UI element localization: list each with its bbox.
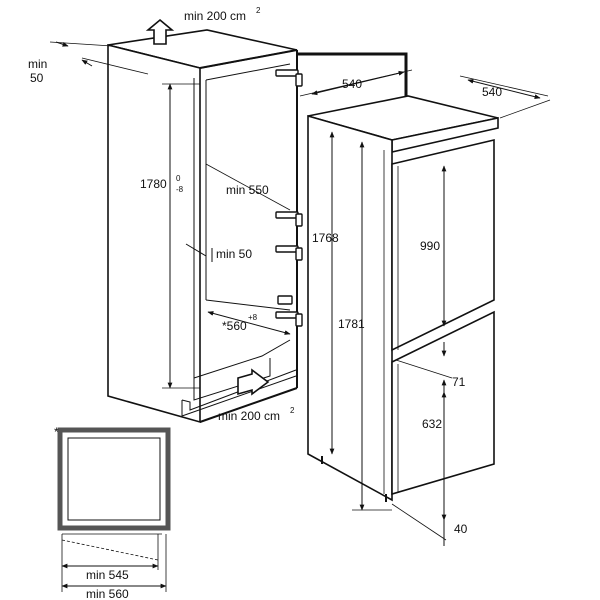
vent-bottom-arrow-icon bbox=[237, 368, 270, 396]
appliance-dimensions bbox=[299, 69, 551, 546]
niche-width-label: *560 bbox=[222, 319, 247, 333]
inset-asterisk: * bbox=[54, 425, 59, 439]
min550-line bbox=[205, 163, 291, 211]
inner-shelf-edge bbox=[205, 299, 291, 311]
plinth-top bbox=[193, 339, 291, 379]
inset-swing-line bbox=[61, 539, 159, 561]
min550-label: min 550 bbox=[226, 183, 269, 197]
hinge-2b bbox=[295, 213, 303, 227]
dim-990-label: 990 bbox=[420, 239, 440, 253]
min50-label-a: min bbox=[28, 57, 47, 71]
vent-top-sup: 2 bbox=[256, 6, 261, 15]
min50-inner-line bbox=[185, 243, 207, 257]
dim-40-ref bbox=[391, 503, 447, 541]
vent-bottom-label: min 200 cm bbox=[218, 409, 280, 423]
diagram-labels: min 200 cm 2 min 50 1780 0 -8 min 550 mi… bbox=[28, 6, 502, 600]
cabinet-left-side bbox=[107, 43, 201, 424]
min50-arrow-b bbox=[81, 59, 93, 67]
hinge-bracket bbox=[277, 295, 293, 305]
vent-bottom-sup: 2 bbox=[290, 406, 295, 415]
hinge-4 bbox=[275, 311, 299, 319]
hinge-1b bbox=[295, 73, 303, 87]
dim-71-line bbox=[395, 359, 453, 379]
plinth-step bbox=[193, 358, 271, 401]
vent-top-label: min 200 cm bbox=[184, 9, 246, 23]
min50-arrow-a bbox=[55, 41, 69, 47]
vent-arrows bbox=[145, 18, 270, 396]
dim-632-label: 632 bbox=[422, 417, 442, 431]
niche-dimensions bbox=[49, 41, 291, 389]
dim-540-right-ref2 bbox=[499, 99, 551, 119]
appliance-left-side bbox=[307, 114, 393, 502]
hinge-3b bbox=[295, 247, 303, 261]
inset-inner-frame bbox=[67, 437, 161, 521]
min545-label: min 545 bbox=[86, 568, 129, 582]
min50-label-b: 50 bbox=[30, 71, 44, 85]
niche-to-appliance-outline bbox=[297, 52, 408, 96]
depth-right-label: 540 bbox=[482, 85, 502, 99]
dim-540-right-ref bbox=[459, 75, 549, 97]
dim-540-top-line bbox=[311, 70, 405, 96]
dim-1768-label: 1768 bbox=[312, 231, 339, 245]
min50-inner-label: min 50 bbox=[216, 247, 252, 261]
plinth-bottom bbox=[181, 375, 297, 417]
min560-label: min 560 bbox=[86, 587, 129, 600]
min50-ref-line-2 bbox=[81, 57, 149, 75]
appliance bbox=[307, 95, 499, 502]
hinge-4b bbox=[295, 313, 303, 327]
vent-top-arrow-icon bbox=[145, 18, 175, 45]
cabinet-front-top-edge bbox=[199, 49, 298, 69]
dim-560-line bbox=[207, 311, 291, 335]
dim-540-right-line bbox=[467, 78, 541, 100]
hinge-1 bbox=[275, 69, 299, 77]
niche-width-tol: +8 bbox=[248, 313, 258, 322]
niche-height-tol-top: 0 bbox=[176, 174, 181, 183]
dim-71-label: 71 bbox=[452, 375, 466, 389]
inner-top-edge bbox=[205, 63, 291, 81]
min50-ref-line bbox=[49, 41, 113, 47]
niche-height-label: 1780 bbox=[140, 177, 167, 191]
depth-top-label: 540 bbox=[342, 77, 362, 91]
niche-hinges bbox=[275, 69, 303, 327]
hinge-3 bbox=[275, 245, 299, 253]
dim-1781-label: 1781 bbox=[338, 317, 365, 331]
hinge-2 bbox=[275, 211, 299, 219]
upper-door bbox=[391, 138, 495, 352]
cabinet-front-bottom-edge bbox=[199, 387, 298, 423]
dim-40-label: 40 bbox=[454, 522, 468, 536]
niche-height-tol-bot: -8 bbox=[176, 185, 184, 194]
niche-cabinet bbox=[107, 29, 298, 424]
inset-plan bbox=[57, 427, 171, 592]
